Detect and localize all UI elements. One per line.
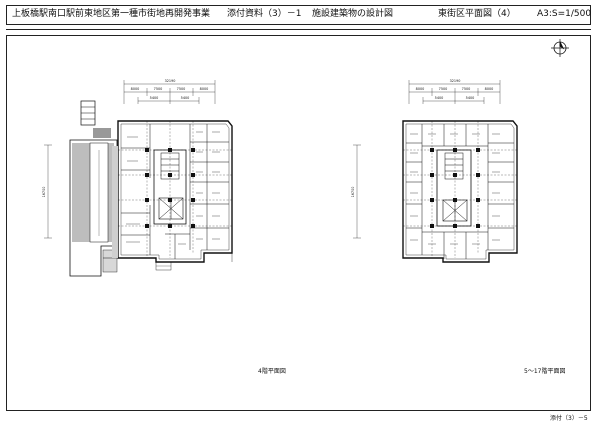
- dimension-texts: 32190 8000 7500 7500 8000 5400 5400 1670…: [42, 79, 493, 197]
- left-span-dim-4: 8000: [200, 87, 209, 91]
- title-block-frame: [6, 5, 591, 25]
- left-sub-dim-2: 5400: [181, 96, 190, 100]
- right-span-dim-1: 8000: [416, 87, 425, 91]
- drawing-frame: [6, 35, 591, 411]
- right-sub-dim-2: 5400: [466, 96, 475, 100]
- right-side-dim: 16700: [351, 187, 355, 198]
- plan-left-4f: [44, 80, 233, 277]
- right-span-dim-2: 7500: [439, 87, 448, 91]
- right-span-dim-3: 7500: [462, 87, 471, 91]
- page-number: 添付（3）－5: [550, 415, 588, 422]
- right-span-dim-4: 8000: [485, 87, 494, 91]
- plan-right-dimension-lines: [353, 80, 501, 239]
- project-title: 上板橋駅南口駅前東地区第一種市街地再開発事業: [12, 9, 211, 19]
- attachment-label: 添付資料（3）－1: [227, 9, 302, 19]
- plan-right-caption: 5～17階平面図: [524, 368, 566, 375]
- sheet-title: 東街区平面図（4）: [438, 9, 516, 19]
- title-block-underline: [6, 29, 591, 30]
- left-span-dim-2: 7500: [154, 87, 163, 91]
- left-side-dim: 16700: [42, 187, 46, 198]
- plan-right-typical: [353, 80, 518, 263]
- right-sub-dim-1: 5400: [435, 96, 444, 100]
- plan-left-caption: 4階平面図: [258, 368, 286, 375]
- north-arrow-icon: [551, 39, 569, 57]
- drawing-title: 施設建築物の設計図: [312, 9, 394, 19]
- left-span-dim-1: 8000: [131, 87, 140, 91]
- left-sub-dim-1: 5400: [150, 96, 159, 100]
- left-span-dim-3: 7500: [177, 87, 186, 91]
- plan-right-room-labels: [410, 133, 500, 245]
- plan-left-room-labels: [126, 131, 220, 245]
- plan-left-dimension-lines: [44, 80, 216, 239]
- left-overall-dim: 32190: [165, 79, 176, 83]
- scale-label: A3:S=1/500: [537, 9, 592, 19]
- right-overall-dim: 32190: [450, 79, 461, 83]
